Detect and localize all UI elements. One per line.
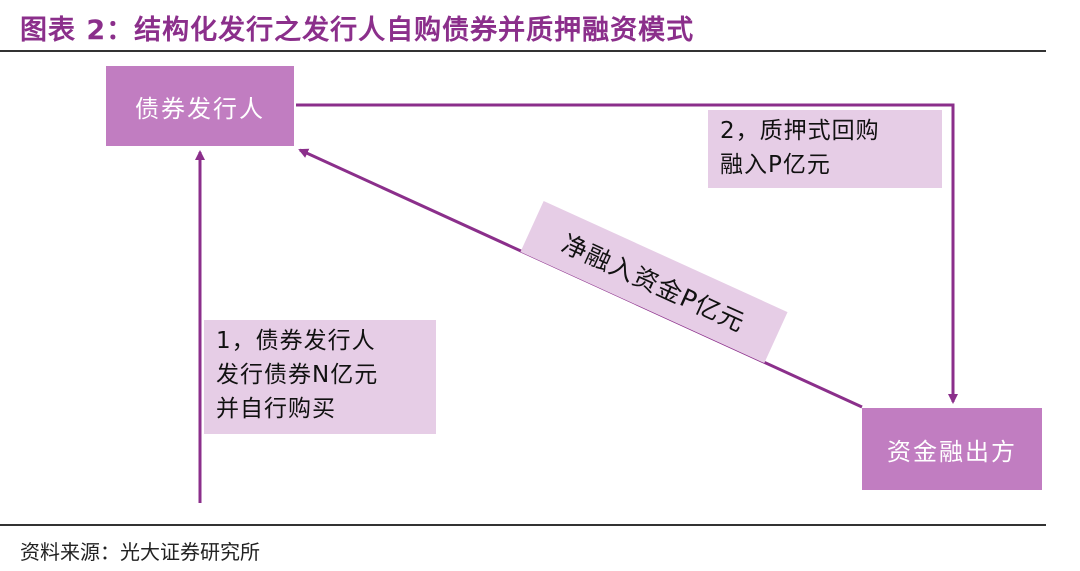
label-step-1-line-1: 1，债券发行人	[216, 328, 376, 354]
figure-title: 图表 2：结构化发行之发行人自购债券并质押融资模式	[20, 15, 695, 46]
node-bond-issuer-label: 债券发行人	[135, 94, 265, 123]
label-step-2: 2，质押式回购 融入P亿元	[708, 110, 942, 188]
node-bond-issuer: 债券发行人	[106, 66, 294, 146]
node-fund-lender-label: 资金融出方	[887, 437, 1017, 466]
label-step-1: 1，债券发行人 发行债券N亿元 并自行购买	[204, 320, 436, 434]
label-step-2-line-1: 2，质押式回购	[720, 118, 880, 144]
top-divider	[0, 50, 1046, 52]
node-fund-lender: 资金融出方	[862, 408, 1042, 490]
arrow-repo-path	[296, 103, 958, 404]
bottom-divider	[0, 524, 1046, 526]
label-step-1-line-2: 发行债券N亿元	[216, 362, 379, 388]
source-note: 资料来源：光大证券研究所	[20, 540, 260, 564]
label-step-1-line-3: 并自行购买	[216, 396, 336, 422]
label-step-2-line-2: 融入P亿元	[720, 152, 831, 178]
